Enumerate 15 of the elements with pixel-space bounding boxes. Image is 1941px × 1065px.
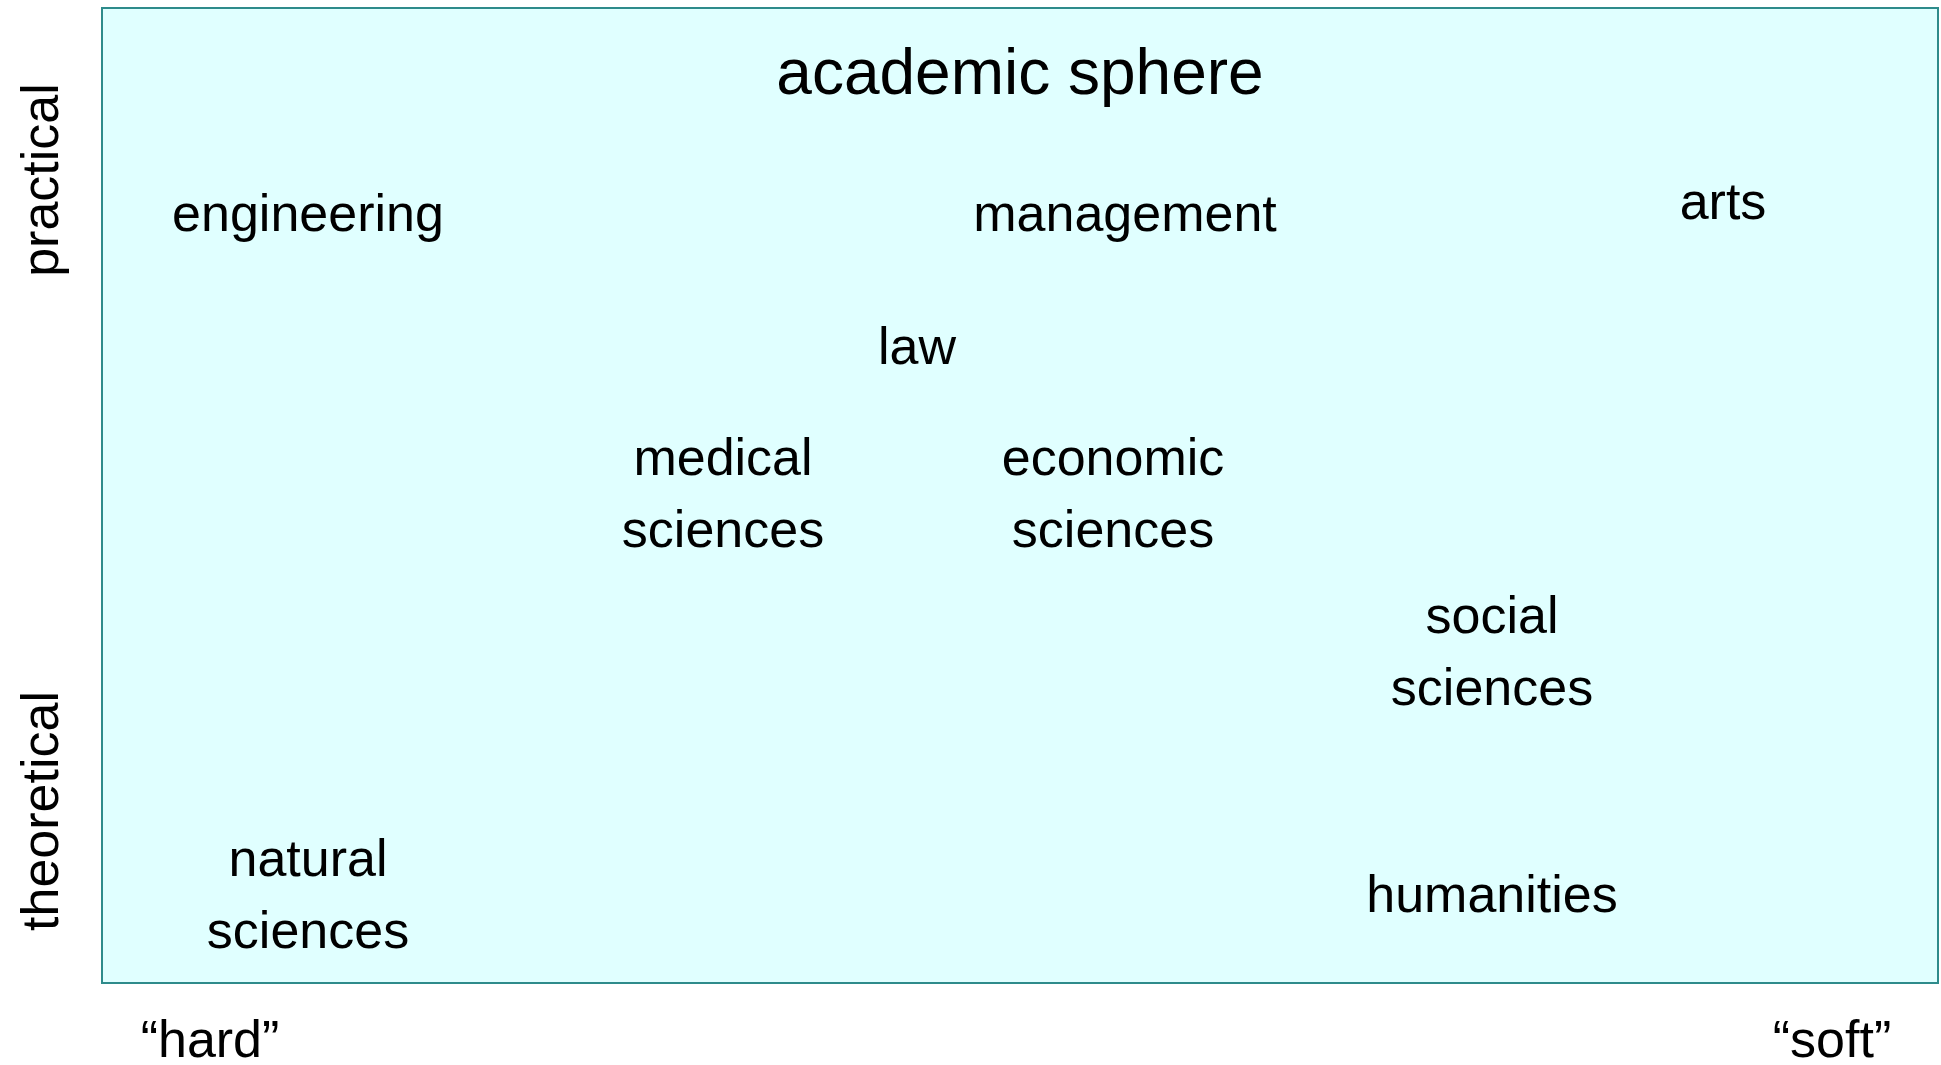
scale-label: “hard” — [140, 1009, 280, 1065]
scale-label: “soft” — [1772, 1009, 1892, 1065]
discipline-label: arts — [1678, 171, 1768, 233]
axis-label: practical — [10, 83, 71, 277]
discipline-label: natural sciences — [205, 828, 411, 961]
discipline-label: medical sciences — [620, 427, 826, 560]
axis-label: theoretical — [10, 691, 71, 931]
discipline-label: economic sciences — [1000, 427, 1226, 560]
discipline-label: management — [972, 183, 1278, 245]
discipline-label: law — [877, 316, 957, 378]
region-title: academic sphere — [776, 35, 1264, 109]
discipline-label: engineering — [171, 183, 445, 245]
discipline-label: social sciences — [1389, 585, 1595, 718]
region-box — [101, 7, 1939, 984]
discipline-label: humanities — [1365, 864, 1619, 926]
